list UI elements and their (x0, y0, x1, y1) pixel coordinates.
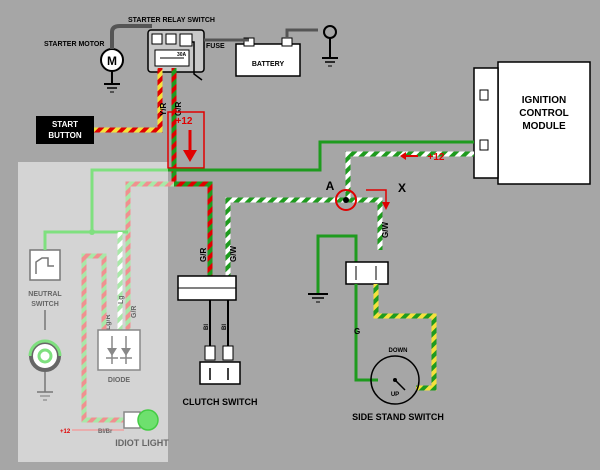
wire-label-lg-r: Lg/R (105, 314, 112, 330)
test-point-a (335, 189, 357, 211)
clutch-switch-label: CLUTCH SWITCH (183, 397, 258, 407)
point-a-label: A (326, 179, 335, 193)
wire-label-g-r-top: G/R (174, 102, 183, 116)
ignition-label-3: MODULE (522, 121, 566, 132)
ignition-label-2: CONTROL (519, 108, 568, 119)
arrow-down-icon (183, 130, 197, 162)
wire-label-y-r: Y/R (159, 102, 168, 116)
start-button-label-2: BUTTON (48, 131, 81, 140)
clutch-terminals (199, 345, 241, 385)
side-stand-label: SIDE STAND SWITCH (352, 412, 444, 422)
wire-g-ground (316, 234, 358, 294)
ignition-control-module (473, 61, 591, 185)
starter-motor-label: STARTER MOTOR (44, 41, 104, 48)
up-label: UP (391, 392, 399, 398)
wire-label-bl-br: Bl/Br (98, 429, 113, 435)
idiot-light-label: IDIOT LIGHT (115, 438, 169, 448)
ignition-label-1: IGNITION (522, 95, 566, 106)
wire-y-g (373, 284, 437, 391)
down-label: DOWN (389, 348, 408, 354)
wire-lg-panel (90, 168, 168, 232)
neutral-ground-icon (37, 372, 53, 401)
arrow-x-icon (366, 189, 390, 210)
plus12-box (167, 111, 205, 169)
fuse-label: FUSE (206, 43, 225, 50)
starter-relay-label: STARTER RELAY SWITCH (128, 17, 215, 24)
starter-cable (110, 24, 152, 49)
wire-g-w-clutch (225, 197, 348, 276)
wire-g-r-clutch (174, 181, 213, 276)
battery-ground-cable (285, 28, 318, 38)
neutral-label-2: SWITCH (31, 301, 59, 308)
plus12-label-light: +12 (60, 429, 71, 435)
battery-label: BATTERY (252, 61, 285, 68)
wire-g-w-icm (345, 151, 474, 250)
neutral-switch (29, 249, 61, 281)
wire-label-g-r-clutch: G/R (199, 248, 208, 262)
starter-motor: M (100, 36, 124, 93)
start-button-label-1: START (52, 120, 78, 129)
wire-lg-r-panel (125, 181, 174, 330)
diode-label: DIODE (108, 377, 131, 384)
wire-lg-r-light (81, 253, 124, 423)
wire-label-bl-1: Bl (204, 324, 210, 330)
relay-ground-wire (192, 41, 203, 81)
junction-dot (89, 229, 95, 235)
ground-icon-side (308, 293, 328, 303)
battery (235, 37, 301, 77)
wire-lg-neutral (43, 230, 128, 250)
wire-y-r (94, 68, 163, 133)
wire-label-g-w-clutch: G/W (229, 246, 238, 262)
ground-lug (323, 25, 337, 39)
motor-symbol: M (107, 54, 117, 68)
side-stand-switch (370, 355, 420, 405)
side-stand-connector (345, 261, 389, 285)
neutral-label-1: NEUTRAL (28, 291, 62, 298)
battery-ground-icon (322, 57, 338, 67)
diode (97, 329, 141, 371)
wire-label-lg: Lg (118, 295, 125, 304)
starter-relay (147, 29, 205, 73)
wire-label-g-w-side: G/W (381, 222, 390, 238)
test-point-a-dot (343, 197, 349, 203)
wire-label-g-r-panel: G/R (131, 306, 138, 318)
start-button (36, 116, 94, 144)
clutch-switch-connector (177, 275, 237, 301)
wire-label-g: G (354, 327, 360, 336)
neutral-sensor (28, 339, 62, 372)
plus12-label-relay: +12 (176, 116, 193, 127)
point-x-label: X (398, 181, 406, 195)
wire-label-bl-2: Bl (222, 324, 228, 330)
fuse-rating: 30A (177, 52, 187, 58)
arrow-left-icon (400, 152, 418, 160)
idiot-light (123, 409, 159, 431)
plus12-label-icm: +12 (428, 152, 445, 163)
